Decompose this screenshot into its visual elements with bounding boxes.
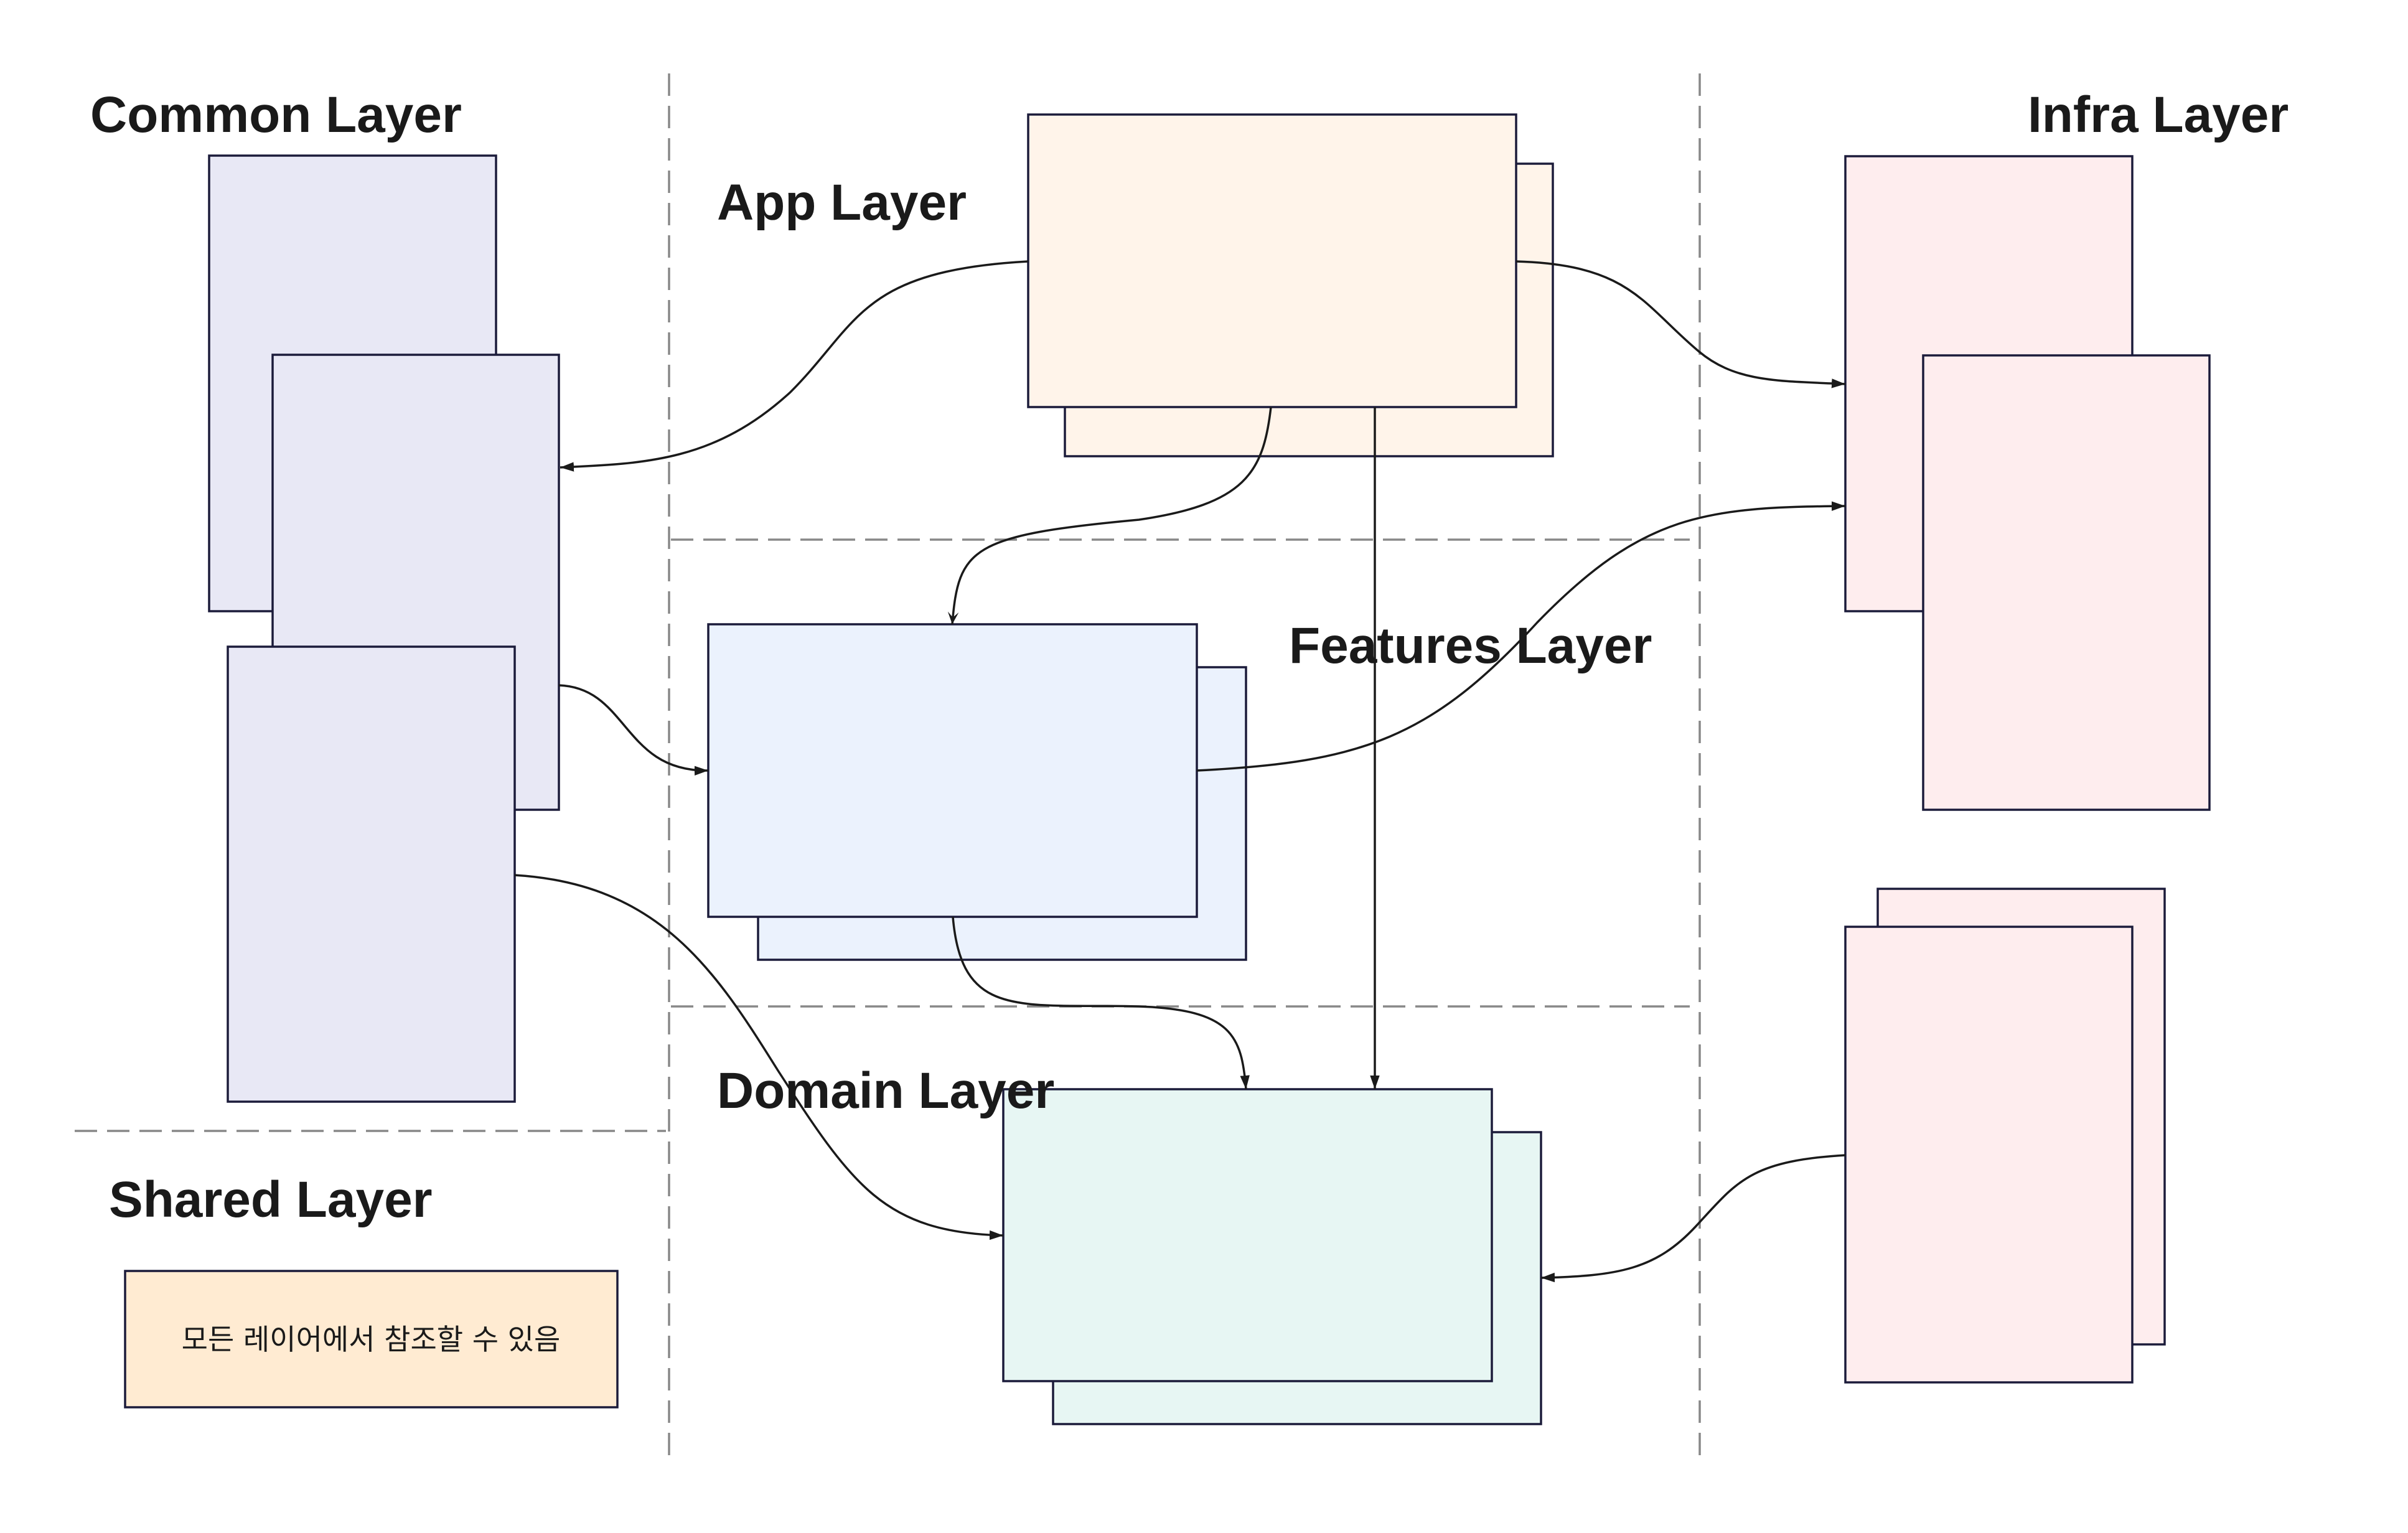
domain-layer (1002, 1088, 1542, 1425)
edge-features-to-infra (1196, 501, 1846, 772)
app-module-front[interactable] (1027, 113, 1517, 408)
features-module-front[interactable] (707, 623, 1198, 918)
common-layer (208, 154, 560, 1103)
dependency-edges (514, 260, 1846, 1283)
edge-common-to-domain (514, 874, 1004, 1240)
edge-app-to-common (560, 260, 1029, 472)
edge-common-to-features (558, 684, 709, 776)
infra-layer-title: Infra Layer (2028, 87, 2289, 143)
domain-module-front[interactable] (1002, 1088, 1493, 1382)
shared-layer-title: Shared Layer (109, 1171, 433, 1228)
features-layer (707, 623, 1247, 961)
app-layer (1027, 113, 1554, 457)
edge-features-to-domain (952, 916, 1250, 1090)
edge-app-to-features (947, 406, 1272, 625)
shared-layer: 모든 레이어에서 참조할 수 있음 (124, 1270, 619, 1409)
features-layer-title: Features Layer (1289, 617, 1652, 674)
shared-note-box (124, 1270, 619, 1409)
edge-infra-to-domain (1540, 1154, 1846, 1283)
common-layer-title: Common Layer (90, 87, 462, 143)
domain-layer-title: Domain Layer (717, 1062, 1054, 1119)
layer-separators (75, 73, 1701, 1456)
common-module-3[interactable] (227, 645, 516, 1103)
infra-layer (1844, 155, 2211, 1384)
infra-module-3-front[interactable] (1844, 926, 2134, 1384)
app-layer-title: App Layer (717, 174, 967, 231)
shared-note-text: 모든 레이어에서 참조할 수 있음 (182, 1323, 561, 1356)
edge-app-to-infra (1516, 260, 1846, 388)
infra-module-2[interactable] (1922, 354, 2211, 811)
